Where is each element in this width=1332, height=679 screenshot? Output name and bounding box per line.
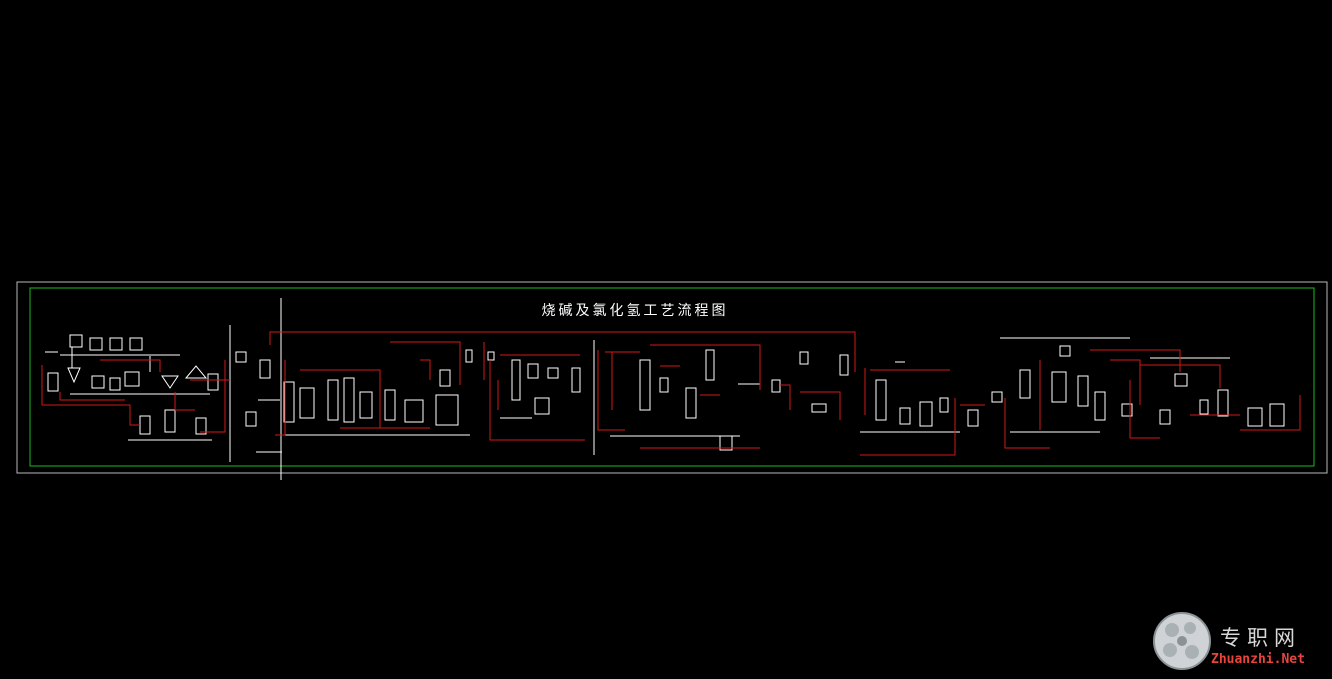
globe-logo-icon [1153, 612, 1211, 670]
section-concentration-process-lines [860, 368, 985, 456]
section-brine-process-lines [41, 359, 230, 433]
outer-frame [16, 281, 1328, 474]
section-brine-equipment [45, 334, 219, 441]
section-electrolysis-process-lines [269, 331, 856, 441]
inner-frame [29, 287, 1315, 467]
section-electrolysis-equipment [235, 349, 495, 453]
section-concentration-equipment [839, 354, 1003, 433]
watermark-latin: Zhuanzhi.Net [1211, 652, 1305, 667]
section-dividers [229, 298, 595, 480]
diagram-title: 烧碱及氯化氢工艺流程图 [541, 303, 729, 319]
section-evaporation-equipment [1000, 337, 1285, 433]
section-evaporation-process-lines [1004, 349, 1301, 449]
watermark-chinese: 专职网 [1220, 626, 1301, 650]
section-hcl-process-lines [597, 344, 841, 449]
section-hcl-equipment [500, 349, 827, 451]
